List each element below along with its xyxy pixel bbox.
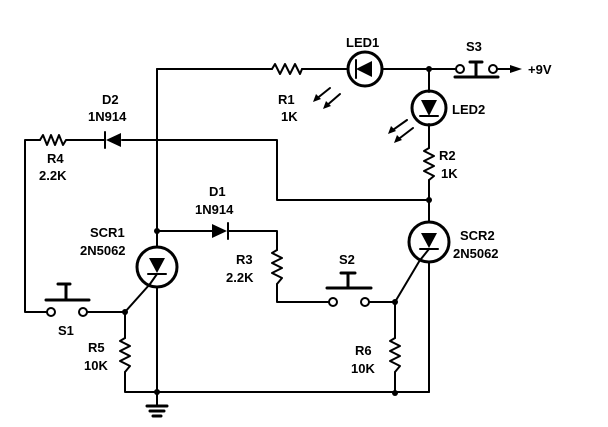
resistor-r6: R6 10K [351,337,401,376]
switch-s3: S3 [453,39,500,79]
r3-value: 2.2K [226,270,254,285]
scr1-ref: SCR1 [90,225,125,240]
r2-value: 1K [441,166,458,181]
r4-ref: R4 [47,151,64,166]
scr1-value: 2N5062 [80,243,126,258]
scr2: SCR2 2N5062 [407,220,499,264]
switch-s1: S1 [44,282,91,338]
r1-value: 1K [281,109,298,124]
s1-ref: S1 [58,323,74,338]
led1-ref: LED1 [346,35,379,50]
led2: LED2 [388,89,485,143]
scr2-ref: SCR2 [460,228,495,243]
resistor-r4: R4 2.2K [39,134,73,183]
r5-ref: R5 [88,340,105,355]
d1-value: 1N914 [195,202,234,217]
diode-d1: D1 1N914 [195,184,234,240]
switch-s2: S2 [325,252,373,307]
r1-ref: R1 [278,92,295,107]
junction-dots [122,66,432,396]
diode-d2: D2 1N914 [88,92,127,149]
d1-ref: D1 [209,184,226,199]
resistor-r5: R5 10K [84,337,131,373]
d2-value: 1N914 [88,109,127,124]
led1: LED1 [313,35,384,109]
scr1: SCR1 2N5062 [80,225,179,289]
resistor-r3: R3 2.2K [226,249,283,285]
supply-label: +9V [528,62,552,77]
resistor-r1: R1 1K [271,63,303,124]
resistor-r2: R2 1K [423,147,458,181]
led2-ref: LED2 [452,102,485,117]
r5-value: 10K [84,358,108,373]
scr2-value: 2N5062 [453,246,499,261]
r3-ref: R3 [236,252,253,267]
r2-ref: R2 [439,148,456,163]
r4-value: 2.2K [39,168,67,183]
d2-ref: D2 [102,92,119,107]
ground-icon [145,404,169,418]
s3-ref: S3 [466,39,482,54]
s2-ref: S2 [339,252,355,267]
supply-terminal: +9V [510,62,552,77]
r6-ref: R6 [355,343,372,358]
arrow-icon [510,65,522,73]
r6-value: 10K [351,361,375,376]
